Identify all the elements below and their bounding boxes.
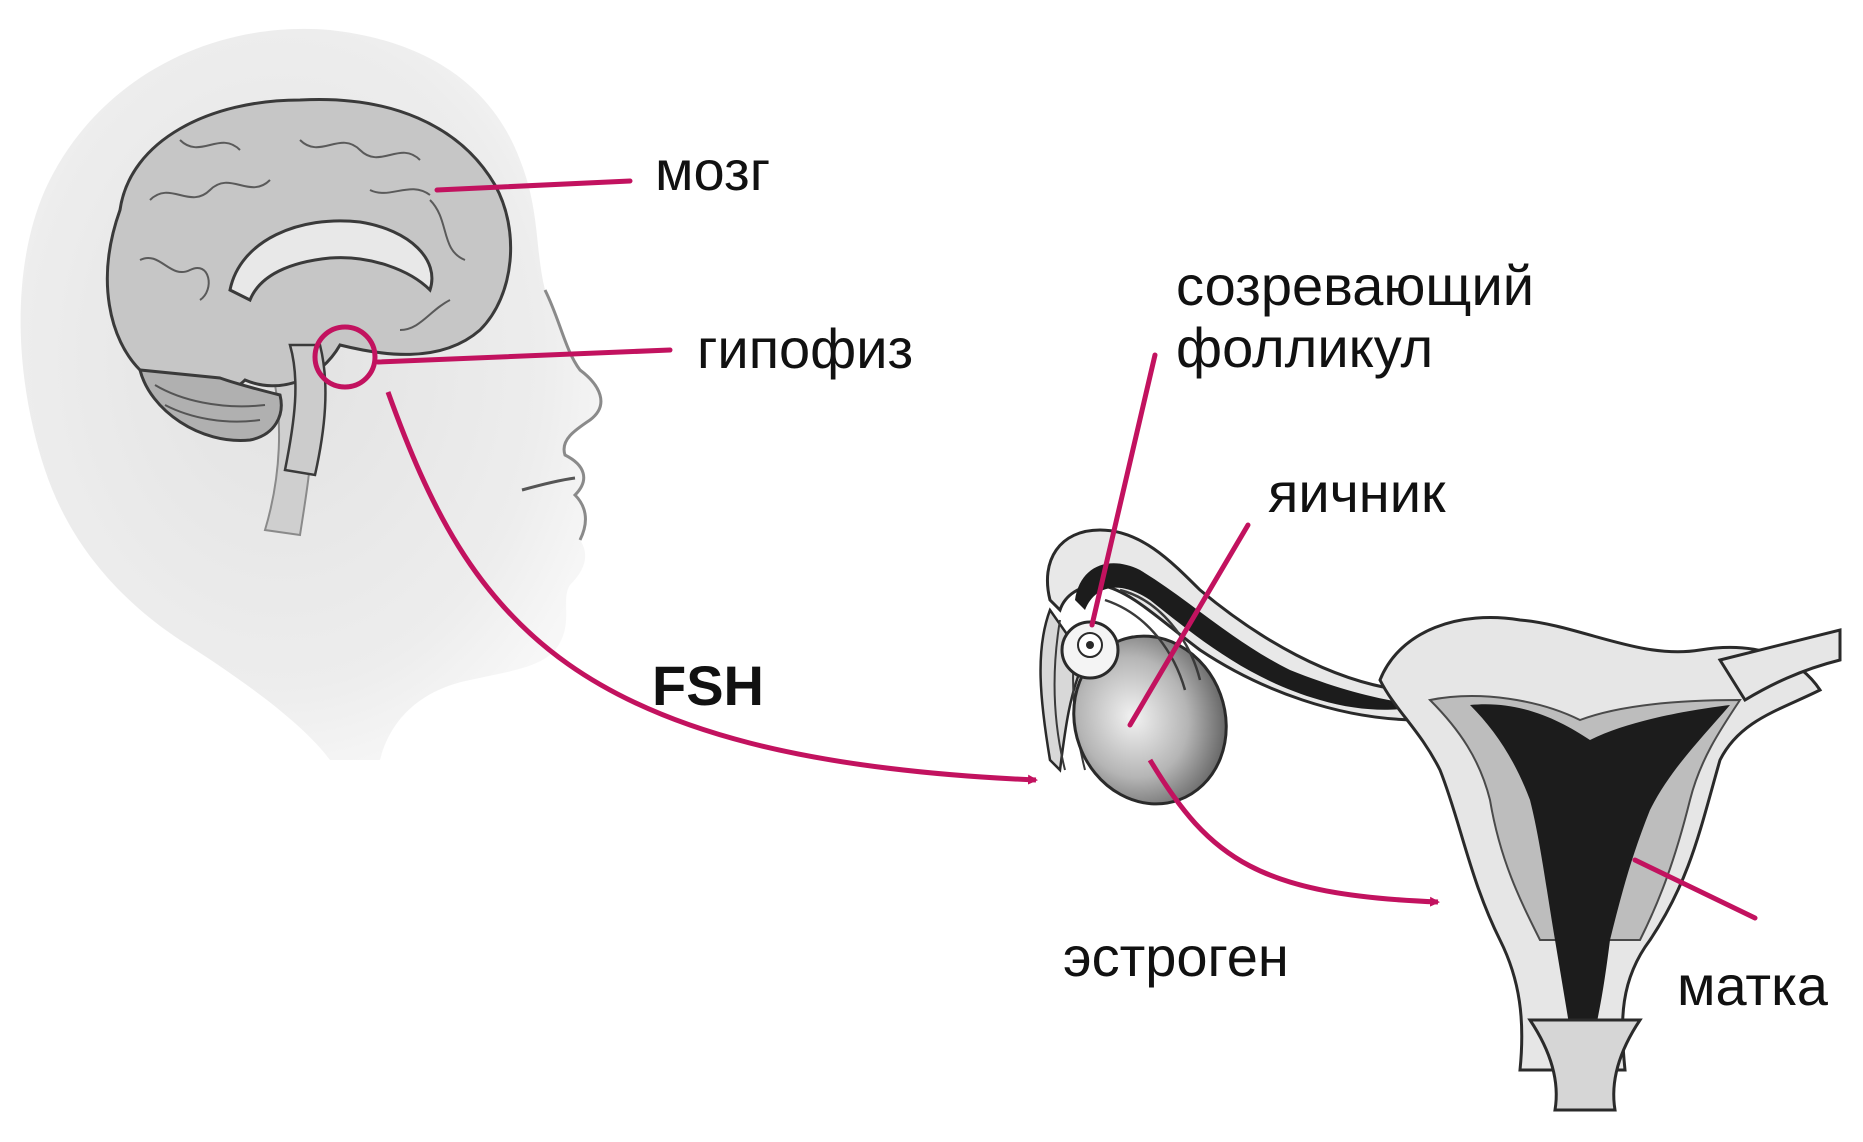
uterus-ovary-illustration [1041, 530, 1840, 1110]
follicle-nucleus [1086, 641, 1094, 649]
fsh-label: FSH [652, 655, 764, 717]
uterus-label: матка [1677, 955, 1828, 1017]
follicle-label-line1: созревающий [1176, 255, 1534, 317]
head-illustration [21, 29, 601, 760]
brain-label: мозг [655, 140, 770, 202]
ovary-label: яичник [1268, 462, 1446, 524]
follicle-label-line2: фолликул [1176, 317, 1534, 379]
follicle-label: созревающий фолликул [1176, 255, 1534, 378]
pituitary-label: гипофиз [697, 318, 913, 380]
estrogen-label: эстроген [1063, 926, 1289, 988]
